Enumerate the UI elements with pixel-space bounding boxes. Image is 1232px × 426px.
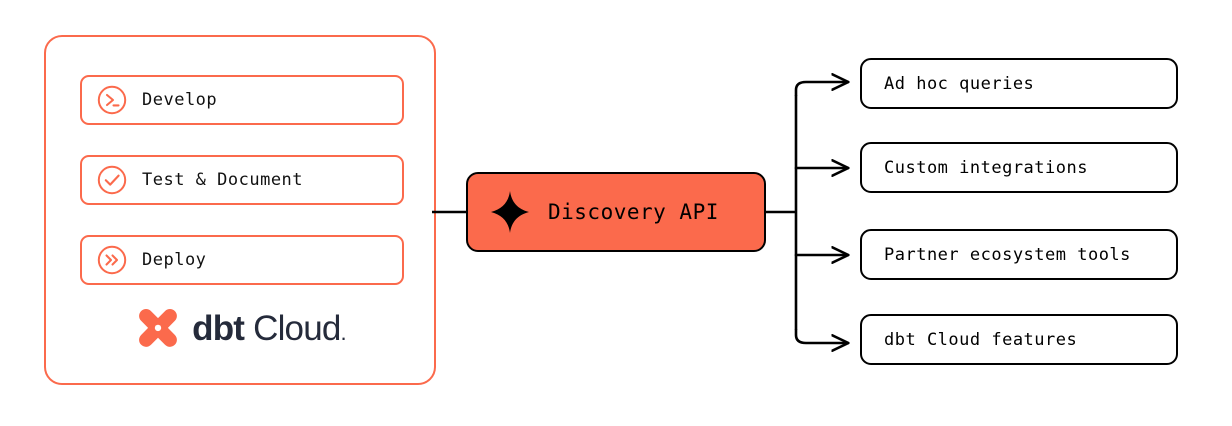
dbt-cloud-panel: Develop Test & Document Deploy dbt Cloud… bbox=[44, 35, 436, 385]
discovery-api-node[interactable]: Discovery API bbox=[466, 172, 766, 252]
wordmark-cloud: Cloud bbox=[253, 308, 341, 348]
consumer-label: Custom integrations bbox=[884, 157, 1088, 178]
dbt-x-logo-icon bbox=[139, 308, 178, 347]
check-circle-icon bbox=[97, 165, 127, 195]
consumer-item-custom-integrations[interactable]: Custom integrations bbox=[860, 142, 1178, 193]
double-chevron-right-icon bbox=[97, 245, 127, 275]
stage-item-test-document[interactable]: Test & Document bbox=[80, 155, 404, 205]
sparkle-star-icon bbox=[491, 191, 529, 233]
consumer-item-ad-hoc-queries[interactable]: Ad hoc queries bbox=[860, 58, 1178, 109]
wordmark-dbt: dbt bbox=[192, 308, 245, 348]
consumer-item-dbt-cloud-features[interactable]: dbt Cloud features bbox=[860, 314, 1178, 365]
terminal-prompt-icon bbox=[97, 85, 127, 115]
wordmark-dot: . bbox=[340, 319, 347, 345]
consumer-label: Partner ecosystem tools bbox=[884, 244, 1131, 265]
discovery-api-label: Discovery API bbox=[548, 200, 719, 224]
stage-label: Test & Document bbox=[142, 170, 304, 190]
stage-label: Deploy bbox=[142, 250, 207, 270]
dbt-cloud-logo: dbt Cloud. bbox=[46, 299, 434, 357]
dbt-cloud-wordmark: dbt Cloud. bbox=[192, 308, 347, 348]
consumer-item-partner-ecosystem-tools[interactable]: Partner ecosystem tools bbox=[860, 229, 1178, 280]
consumer-label: Ad hoc queries bbox=[884, 73, 1035, 94]
arrow-to-dbt-cloud-features bbox=[794, 328, 848, 343]
consumer-label: dbt Cloud features bbox=[884, 329, 1078, 350]
stage-item-deploy[interactable]: Deploy bbox=[80, 235, 404, 285]
arrow-to-ad-hoc-queries bbox=[794, 82, 848, 97]
stage-label: Develop bbox=[142, 90, 218, 110]
stage-item-develop[interactable]: Develop bbox=[80, 75, 404, 125]
